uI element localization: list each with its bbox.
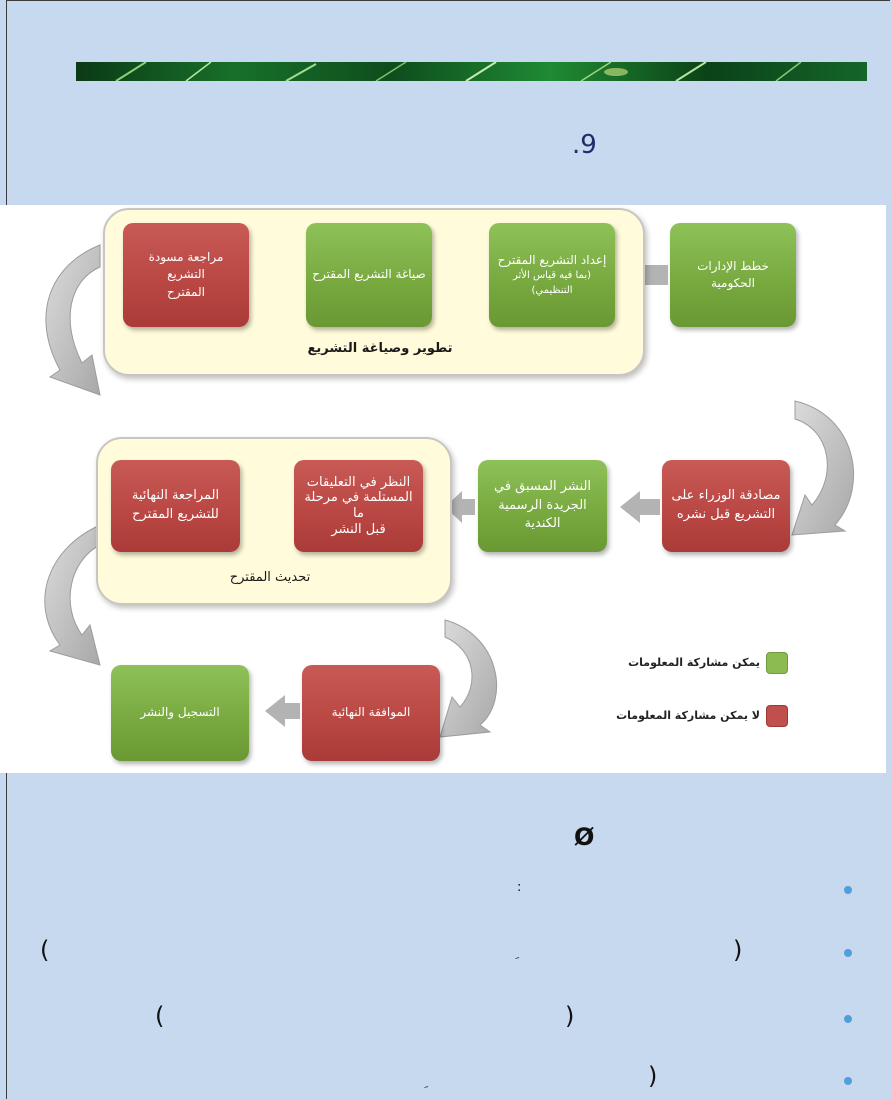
box-drafting-label: صياغة التشريع المقترح <box>312 267 426 282</box>
box-comments-line2: المستلمة في مرحلة ما <box>304 490 413 521</box>
legend-label-can-share: يمكن مشاركة المعلومات <box>628 656 760 669</box>
legislation-process-diagram: تطوير وصياغة التشريع تحديث المقترح خطط ا… <box>0 205 886 773</box>
box-final-review: المراجعة النهائية للتشريع المقترح <box>111 460 240 552</box>
box-final-approval-label: الموافقة النهائية <box>331 705 411 720</box>
bullet-2-open-paren: ) <box>733 936 743 964</box>
box-review-draft: مراجعة مسودة التشريع المقترح <box>123 223 249 327</box>
box-drafting: صياغة التشريع المقترح <box>306 223 432 327</box>
box-final-review-line1: المراجعة النهائية <box>131 488 220 504</box>
panel-label-drafting: تطوير وصياغة التشريع <box>307 341 453 356</box>
box-consider-comments: النظر في التعليقات المستلمة في مرحلة ما … <box>294 460 423 552</box>
box-prepare-line2: (بما فيه قياس الأثر <box>512 270 592 282</box>
box-ministers-line2: التشريع قبل نشره <box>676 507 776 522</box>
flow-arrows <box>44 244 855 738</box>
box-final-approval: الموافقة النهائية <box>302 665 440 761</box>
box-prepublication-line1: النشر المسبق في <box>493 478 592 494</box>
box-register-publish-label: التسجيل والنشر <box>140 705 220 720</box>
box-prepare-line3: التنظيمي) <box>531 284 573 296</box>
decorative-banner <box>76 62 867 81</box>
box-government-plans-label: خطط الإدارات الحكومية <box>697 258 769 290</box>
bullet-1-colon: : <box>517 880 522 895</box>
bullet-3-open-paren: ) <box>565 1002 575 1030</box>
box-ministers-line1: مصادقة الوزراء على <box>671 488 781 504</box>
box-review-draft-line1: مراجعة مسودة التشريع <box>148 249 224 282</box>
box-register-publish: التسجيل والنشر <box>111 665 249 761</box>
box-government-plans: خطط الإدارات الحكومية <box>670 223 796 327</box>
box-comments-line3: قبل النشر <box>331 521 386 537</box>
box-prepublication-line2: الجريدة الرسمية الكندية <box>498 497 587 532</box>
section-number: .9 <box>572 130 597 160</box>
panel-label-update: تحديث المقترح <box>229 570 311 585</box>
legend-label-cannot-share: لا يمكن مشاركة المعلومات <box>616 709 760 722</box>
bullet-3-close-paren: ( <box>155 1002 165 1030</box>
bullet-4-open-paren: ) <box>648 1062 658 1090</box>
box-final-review-line2: للتشريع المقترح <box>132 507 219 522</box>
box-prepublication: النشر المسبق في الجريدة الرسمية الكندية <box>478 460 607 552</box>
box-prepare-line1: إعداد التشريع المقترح <box>497 252 607 267</box>
bullet-4 <box>844 1077 852 1085</box>
bullet-2 <box>844 949 852 957</box>
box-comments-line1: النظر في التعليقات <box>306 474 411 490</box>
section-symbol: Ø <box>574 823 595 851</box>
bullet-1 <box>844 886 852 894</box>
bullet-3 <box>844 1015 852 1023</box>
legend-swatch-can-share <box>766 652 788 674</box>
box-review-draft-line2: المقترح <box>167 284 205 299</box>
box-prepare-legislation: إعداد التشريع المقترح (بما فيه قياس الأث… <box>489 223 615 327</box>
legend-swatch-cannot-share <box>766 705 788 727</box>
box-ministers-approval: مصادقة الوزراء على التشريع قبل نشره <box>662 460 790 552</box>
bullet-2-close-paren: ( <box>40 936 50 964</box>
